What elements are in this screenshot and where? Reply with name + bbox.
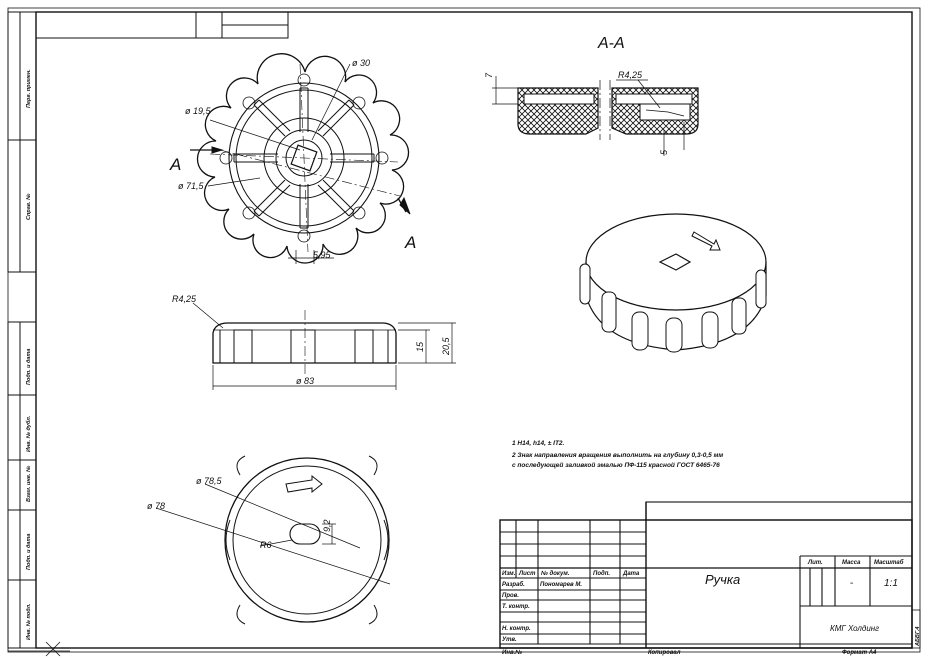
top-view-scalloped-contour xyxy=(196,53,410,264)
dim-r6: R6 xyxy=(260,540,272,550)
dim-d78: ø 78 xyxy=(147,501,165,511)
sheet-frame xyxy=(7,7,921,653)
bottom-view-labels: ø 78,5 ø 78 9,2 R6 xyxy=(147,476,332,550)
front-view xyxy=(192,302,456,390)
stamp-vzam-inv: Взам. инв. № xyxy=(26,465,32,502)
drawing-title: Ручка xyxy=(705,572,740,587)
format-label: Формат А4 xyxy=(842,650,877,656)
corner-mark: АБВГ.4 xyxy=(915,627,921,647)
note-line-3: с последующей заливкой эмалью ПФ-115 кра… xyxy=(512,461,720,469)
col-lit: Лит. xyxy=(807,560,823,566)
title-block xyxy=(499,501,913,649)
left-margin-stamps xyxy=(7,11,37,649)
developer-name: Пономарев М. xyxy=(540,582,582,588)
hdr-date: Дата xyxy=(622,571,640,577)
dim-d78-5: ø 78,5 xyxy=(196,476,223,486)
section-label: А-А xyxy=(597,35,625,52)
stamp-sprav: Справ. № xyxy=(26,193,32,220)
mass-value: - xyxy=(850,578,853,589)
stamp-inv-podl: Инв. № подл. xyxy=(26,603,32,640)
section-view xyxy=(492,76,699,156)
dim-h20-5: 20,5 xyxy=(441,336,451,356)
cut-letter-a-right: A xyxy=(404,233,416,252)
scale-value: 1:1 xyxy=(884,578,898,589)
stamp-podp-data-1: Подп. и дата xyxy=(26,349,32,385)
company-name: КМГ Холдинг xyxy=(830,624,879,633)
role-nkontr: Н. контр. xyxy=(502,626,531,632)
note-line-1: 1 H14, h14, ± IT2. xyxy=(512,440,565,447)
top-view-scallop-rings xyxy=(219,73,389,243)
section-labels: R4,25 7 5 xyxy=(484,70,669,155)
crop-mark xyxy=(8,641,70,657)
bottom-view-bumps xyxy=(225,455,389,625)
iso-view-knurls xyxy=(579,263,767,353)
hdr-doc: № докум. xyxy=(540,570,570,577)
hdr-sign: Подп. xyxy=(593,571,610,577)
dim-sect-r4-25: R4,25 xyxy=(618,70,643,80)
role-utv: Утв. xyxy=(502,637,517,643)
note-line-2: 2 Знак направления вращения выполнить на… xyxy=(511,451,723,459)
title-block-text: Ручка КМГ Холдинг Лит. Масса Масштаб - 1… xyxy=(502,559,904,656)
dim-d30: ø 30 xyxy=(352,58,370,68)
dim-sect-7: 7 xyxy=(484,72,494,78)
dim-d83: ø 83 xyxy=(296,376,314,386)
technical-notes: 1 H14, h14, ± IT2. 2 Знак направления вр… xyxy=(511,440,723,469)
dim-d71-5: ø 71,5 xyxy=(178,181,205,191)
bottom-view xyxy=(155,455,391,625)
dim-front-r4-25: R4,25 xyxy=(172,294,197,304)
role-tkontr: Т. контр. xyxy=(502,604,530,610)
iso-view xyxy=(579,213,767,353)
top-view-labels: ø 30 ø 19,5 ø 71,5 5,95 A A xyxy=(169,58,416,260)
role-prov: Пров. xyxy=(502,593,519,599)
dim-h15: 15 xyxy=(415,341,425,352)
copy-label: Копировал xyxy=(648,650,681,656)
corner-stamp-box xyxy=(35,11,289,39)
dim-sect-5: 5 xyxy=(659,149,669,155)
role-razrab: Разраб. xyxy=(502,581,525,588)
col-scale: Масштаб xyxy=(874,559,904,566)
stamp-inv-dubl: Инв. № дубл. xyxy=(25,415,32,452)
stamp-podp-data-2: Подп. и дата xyxy=(26,534,32,570)
left-margin-labels: Перв. примен. Справ. № Подп. и дата Инв.… xyxy=(25,69,32,640)
col-mass: Масса xyxy=(842,560,861,566)
inv-label: Инв.№ xyxy=(502,649,522,656)
hdr-list: Лист xyxy=(518,571,536,577)
dim-w5-95: 5,95 xyxy=(313,250,332,260)
stamp-perv-primen: Перв. примен. xyxy=(26,69,32,108)
right-corner-box xyxy=(911,609,921,649)
dim-9-2: 9,2 xyxy=(322,519,332,532)
dim-d19-5: ø 19,5 xyxy=(185,106,212,116)
cut-letter-a-left: A xyxy=(169,155,181,174)
front-view-ribs xyxy=(219,329,389,364)
front-view-labels: R4,25 ø 83 15 20,5 xyxy=(172,294,451,386)
top-view xyxy=(190,53,411,264)
hdr-izm: Изм. xyxy=(502,571,516,577)
